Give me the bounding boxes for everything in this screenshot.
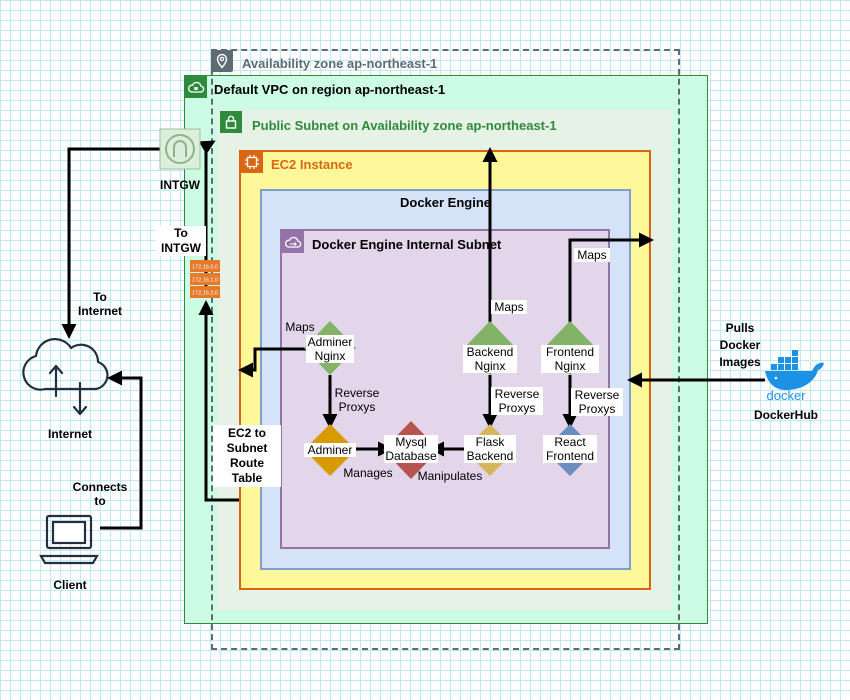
location-pin-icon: [211, 50, 233, 72]
ec2-label: EC2 Instance: [271, 157, 353, 172]
route-row-3: 172.16.2.0: [192, 291, 218, 297]
vpc-label: Default VPC on region ap-northeast-1: [214, 82, 446, 97]
edge-intgw-to-internet: [61, 147, 160, 339]
dockerhub-label: DockerHub: [753, 408, 818, 422]
availability-zone-group: [211, 49, 680, 650]
maps-frontend-label: Maps: [574, 248, 610, 262]
route-row-2: 172.16.1.0: [192, 278, 218, 284]
vpc-cloud-icon: [185, 76, 207, 98]
chip-icon: [241, 151, 263, 173]
docker-whale-icon: [765, 350, 824, 390]
edge-ec2-to-route-table: [198, 300, 239, 502]
public-subnet-label: Public Subnet on Availability zone ap-no…: [252, 118, 557, 133]
edge-client-to-internet: [100, 370, 143, 530]
internet-label: Internet: [47, 427, 92, 441]
intgw-label: INTGW: [160, 178, 200, 192]
maps-adminer-label: Maps: [285, 320, 315, 334]
internal-subnet-label: Docker Engine Internal Subnet: [312, 237, 502, 252]
manages-label: Manages: [343, 466, 393, 480]
lock-icon: [220, 111, 242, 133]
availability-zone-label: Availability zone ap-northeast-1: [242, 56, 438, 71]
docker-logo-text: docker: [766, 388, 806, 403]
client-label: Client: [53, 578, 87, 592]
internet-cloud-icon: [22, 338, 109, 416]
edge-route-to-intgw: [198, 140, 216, 290]
client-laptop-icon: [39, 514, 99, 565]
manipulates-label: Manipulates: [417, 469, 483, 483]
route-table-icon: 172.16.0.0 172.16.1.0 172.16.2.0: [190, 260, 220, 298]
subnet-cloud-icon: [282, 231, 304, 253]
intgw-icon: [159, 128, 201, 170]
docker-engine-label: Docker Engine: [399, 195, 492, 210]
docker-internal-subnet-group: [280, 229, 610, 549]
adminer-label: Adminer: [304, 443, 356, 457]
maps-backend-label: Maps: [491, 300, 527, 314]
edge-adminer-nginx-maps: [238, 347, 306, 378]
edge-frontend-nginx-maps: [568, 232, 654, 334]
route-row-1: 172.16.0.0: [192, 265, 218, 271]
